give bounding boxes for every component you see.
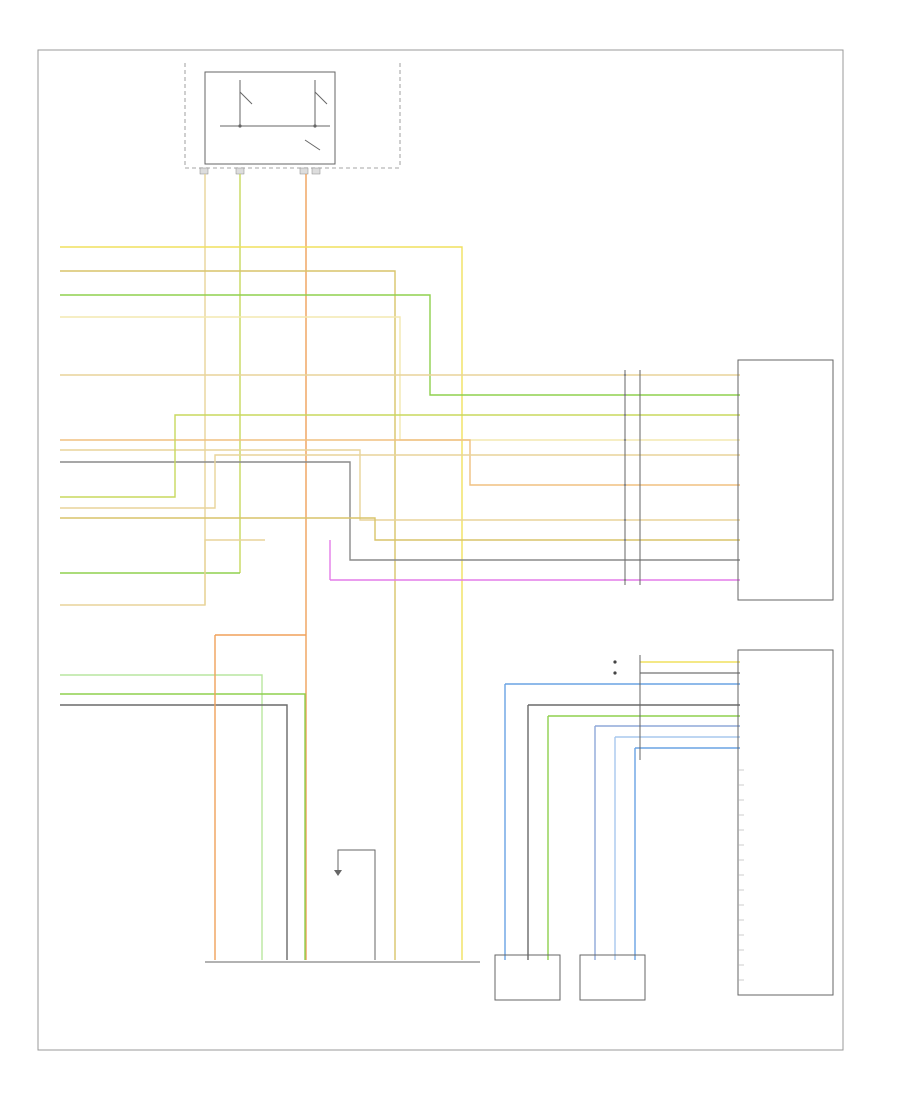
wire-row-7 bbox=[60, 449, 740, 521]
bottom-connector-left bbox=[494, 954, 561, 1001]
wire-seat-6 bbox=[594, 725, 740, 960]
relay-switch-icon bbox=[239, 91, 253, 105]
splice-dot-icon bbox=[238, 124, 242, 128]
right-connector-lower bbox=[639, 649, 834, 996]
ground-assembly bbox=[334, 849, 376, 960]
wire-row-2 bbox=[60, 270, 396, 960]
splice-dot-icon bbox=[623, 413, 627, 417]
pin-ticks bbox=[738, 769, 744, 981]
wire-row-3 bbox=[60, 294, 740, 396]
wire-row-10 bbox=[60, 454, 740, 509]
splice-dot-icon bbox=[613, 671, 617, 675]
relay-switch-icon bbox=[304, 139, 321, 151]
top-relay-block bbox=[184, 63, 401, 175]
splice-dot-icon bbox=[623, 538, 627, 542]
wire-row-9 bbox=[60, 414, 740, 498]
splice-dot-icon bbox=[623, 518, 627, 522]
splice-dot-icon bbox=[623, 393, 627, 397]
connector-pin-icon bbox=[199, 167, 209, 175]
connector-pin-icon bbox=[235, 167, 245, 175]
splice-dot-icon bbox=[623, 373, 627, 377]
connector-pin-icon bbox=[311, 167, 321, 175]
splice-dot-icon bbox=[313, 124, 317, 128]
wire-row-11 bbox=[60, 517, 740, 541]
wire-row-17 bbox=[60, 693, 306, 960]
wire-row-8 bbox=[60, 461, 740, 561]
wire-row-18 bbox=[60, 704, 288, 960]
wire-seat-5 bbox=[547, 715, 740, 960]
splice-dot-icon bbox=[613, 660, 617, 664]
wire-seat-8 bbox=[634, 747, 740, 960]
connector-pin-icon bbox=[299, 167, 309, 175]
diagram-border bbox=[37, 49, 844, 1051]
right-connector-upper bbox=[624, 359, 834, 601]
splice-dot-icon bbox=[623, 483, 627, 487]
splice-dot-icon bbox=[623, 438, 627, 442]
wire-row-1 bbox=[60, 246, 463, 960]
wire-seat-4 bbox=[527, 704, 740, 960]
wire-seat-7 bbox=[614, 736, 740, 960]
wire-row-4 bbox=[60, 316, 740, 441]
splice-dot-icon bbox=[623, 558, 627, 562]
bottom-connector-right bbox=[579, 954, 646, 1001]
wire-row-6 bbox=[60, 439, 740, 486]
wire-row-16 bbox=[60, 674, 263, 960]
wire-row-13 bbox=[60, 539, 265, 606]
wire-seat-3 bbox=[504, 683, 740, 960]
relay-switch-icon bbox=[314, 91, 328, 105]
ground-symbol-icon bbox=[334, 870, 342, 876]
splice-dot-icon bbox=[623, 578, 627, 582]
junction-dots bbox=[613, 373, 627, 675]
